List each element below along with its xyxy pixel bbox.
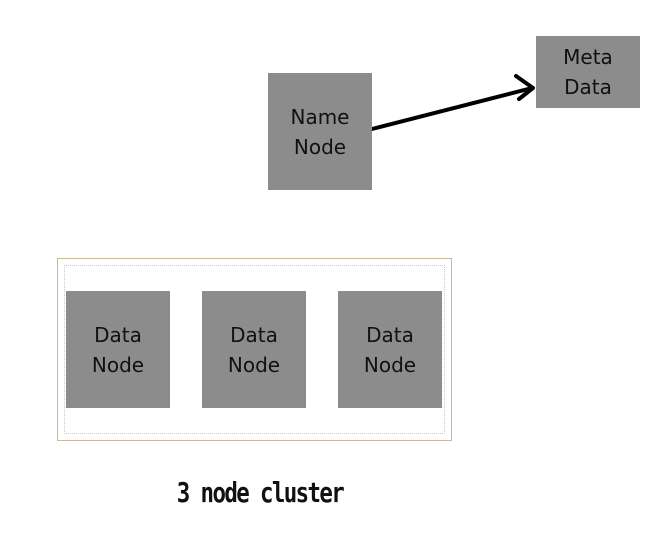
name-node: Name Node (268, 73, 372, 190)
cluster-frame (57, 258, 452, 441)
data-node-1: Data Node (66, 291, 170, 408)
name-to-meta-arrow (370, 86, 534, 131)
cluster-caption: 3 node cluster (176, 476, 345, 509)
metadata-label: Meta Data (563, 45, 613, 99)
metadata-node: Meta Data (536, 36, 640, 108)
data-node-3: Data Node (338, 291, 442, 408)
data-node-2: Data Node (202, 291, 306, 408)
arrow-head (514, 74, 535, 101)
data-node-label: Data Node (91, 322, 145, 377)
data-node-label: Data Node (227, 322, 281, 377)
data-node-label: Data Node (363, 322, 417, 377)
cluster-inner-border (64, 265, 445, 434)
name-node-label: Name Node (290, 104, 350, 159)
